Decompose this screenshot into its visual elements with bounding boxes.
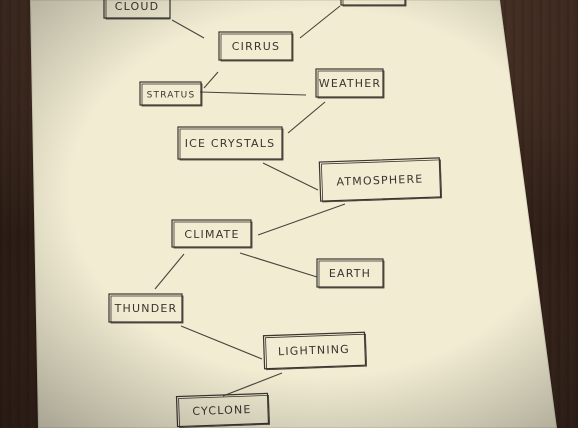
node-label-atmosphere: ATMOSPHERE: [336, 172, 423, 188]
node-label-ice-crystals: ICE CRYSTALS: [185, 137, 276, 150]
line-cirrus-topright: [299, 5, 341, 39]
node-label-cirrus: CIRRUS: [232, 40, 280, 53]
node-labels: CLOUD CIRRUS STRATUS WEATHER ICE CRYSTAL…: [114, 0, 424, 418]
node-box-top-right: [340, 0, 407, 7]
node-label-weather: WEATHER: [319, 77, 381, 90]
node-label-stratus: STRATUS: [147, 91, 196, 101]
node-box-climate: [171, 219, 253, 249]
node-label-lightning: LIGHTNING: [278, 343, 350, 359]
node-box-cloud: [103, 0, 171, 20]
line-climate-thunder: [154, 253, 185, 290]
line-cloud-cirrus: [171, 19, 205, 39]
node-box-lightning: [262, 331, 368, 371]
node-label-cloud: CLOUD: [115, 0, 160, 13]
node-label-thunder: THUNDER: [114, 302, 178, 315]
node-label-climate: CLIMATE: [184, 228, 239, 241]
node-box-atmosphere: [318, 157, 443, 203]
node-box-cyclone: [175, 392, 270, 428]
node-box-earth: [316, 258, 385, 289]
node-box-cirrus: [218, 31, 294, 62]
paper-edge: [28, 0, 559, 428]
connector-lines: [154, 5, 346, 397]
node-label-cyclone: CYCLONE: [192, 403, 252, 418]
line-thunder-lightning: [180, 325, 263, 360]
line-ice-atmosphere: [262, 162, 319, 191]
line-climate-earth: [239, 252, 318, 278]
node-boxes: [103, 0, 443, 428]
node-box-stratus: [139, 81, 203, 107]
node-label-earth: EARTH: [329, 267, 371, 280]
line-weather-ice: [287, 101, 326, 134]
paper-sheet: [30, 0, 557, 428]
line-lightning-cyclone: [222, 372, 283, 397]
line-stratus-weather: [199, 91, 307, 96]
node-box-weather: [315, 68, 385, 99]
line-cirrus-stratus: [203, 71, 219, 89]
node-box-thunder: [108, 293, 184, 324]
node-box-ice-crystals: [177, 126, 284, 161]
line-atmosphere-climate: [257, 203, 346, 236]
